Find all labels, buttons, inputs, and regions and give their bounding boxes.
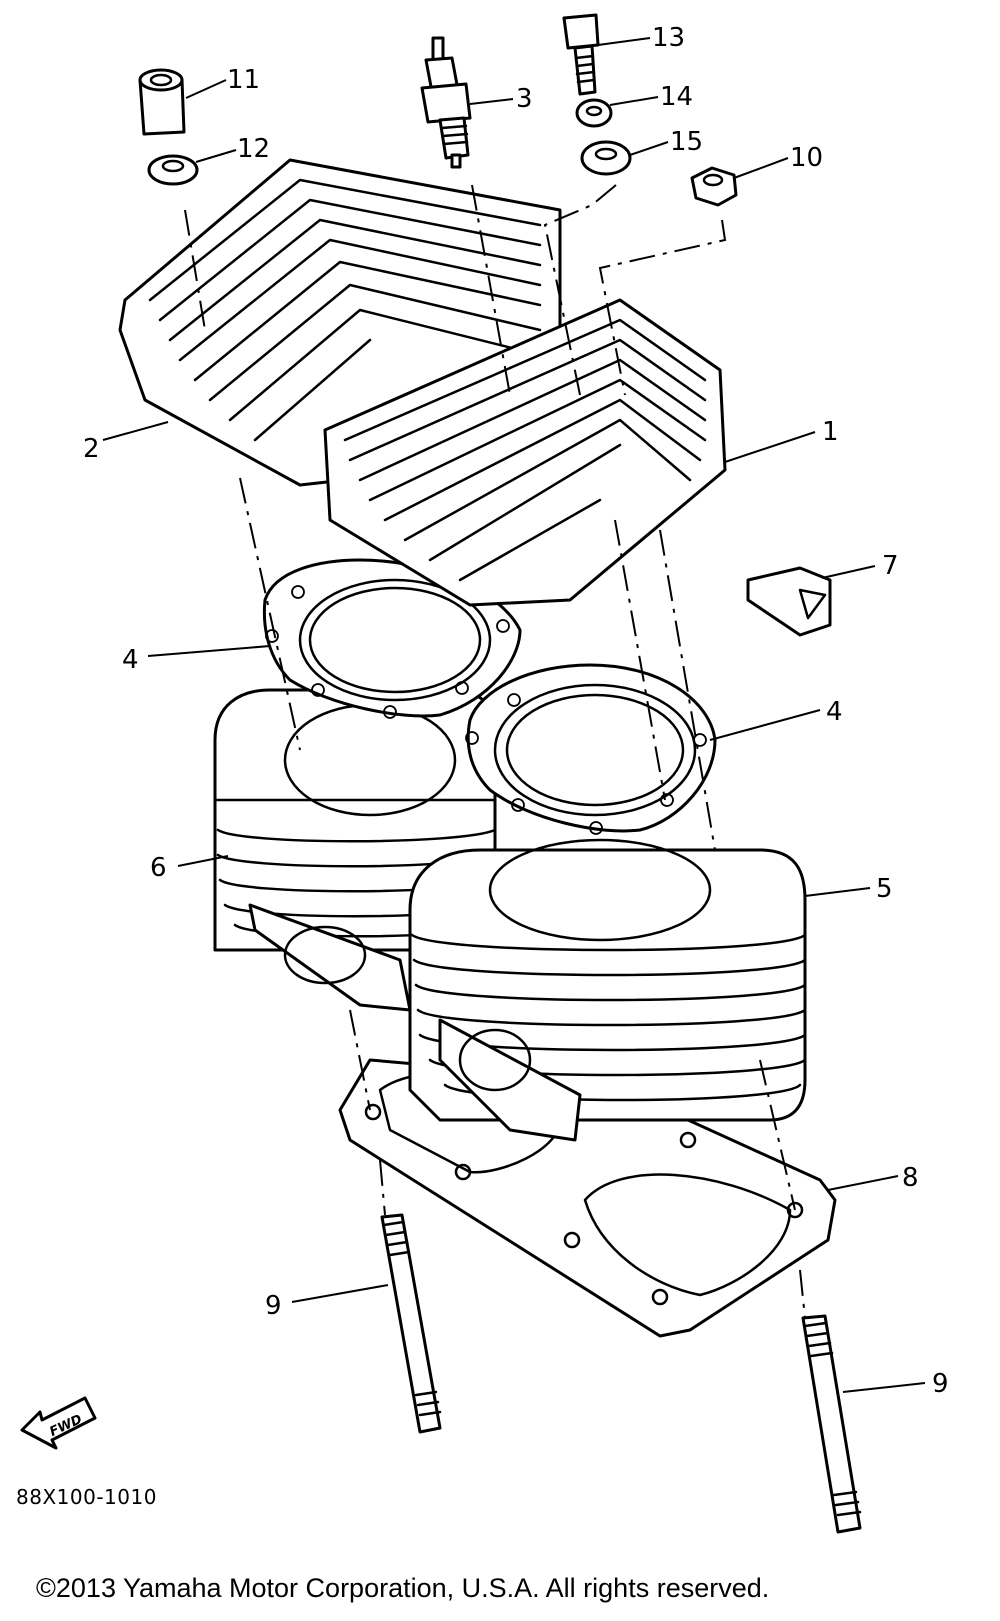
lock-washer — [575, 98, 613, 128]
head-gasket-left — [262, 558, 522, 719]
copyright-notice: ©2013 Yamaha Motor Corporation, U.S.A. A… — [36, 1573, 770, 1603]
head-gasket-right — [465, 663, 717, 835]
drawing-code: 88X100-1010 — [16, 1485, 157, 1509]
spark-plug — [420, 36, 472, 169]
callout-11: 11 — [227, 65, 260, 95]
callout-1: 1 — [822, 417, 839, 447]
forward-arrow-icon: FWD — [20, 1396, 97, 1450]
callout-7: 7 — [882, 551, 899, 581]
callout-12: 12 — [237, 134, 270, 164]
callout-15: 15 — [670, 127, 703, 157]
cylinder-head-right — [323, 298, 727, 607]
cylinder-right — [408, 838, 807, 1142]
stud-bolt-right — [801, 1314, 862, 1534]
callout-3: 3 — [516, 84, 533, 114]
stud-bolt-left — [380, 1213, 442, 1434]
callout-labels: 11 12 3 13 14 15 10 2 1 7 4 4 6 5 8 9 9 — [83, 23, 949, 1399]
callout-8: 8 — [902, 1163, 919, 1193]
bolt — [562, 13, 600, 96]
callout-4-right: 4 — [826, 697, 843, 727]
callout-9-right: 9 — [932, 1369, 949, 1399]
callout-10: 10 — [790, 143, 823, 173]
washer-right — [580, 140, 632, 176]
callout-13: 13 — [652, 23, 685, 53]
leader-lines — [102, 37, 926, 1393]
callout-6: 6 — [150, 853, 167, 883]
nut — [690, 166, 738, 207]
callout-4-left: 4 — [122, 645, 139, 675]
assembly-lines — [184, 184, 806, 1319]
damper-bracket — [746, 566, 832, 637]
callout-9-left: 9 — [265, 1291, 282, 1321]
callout-14: 14 — [660, 82, 693, 112]
callout-2: 2 — [83, 434, 100, 464]
callout-5: 5 — [876, 874, 893, 904]
washer-left — [147, 154, 199, 186]
spacer — [138, 68, 186, 136]
